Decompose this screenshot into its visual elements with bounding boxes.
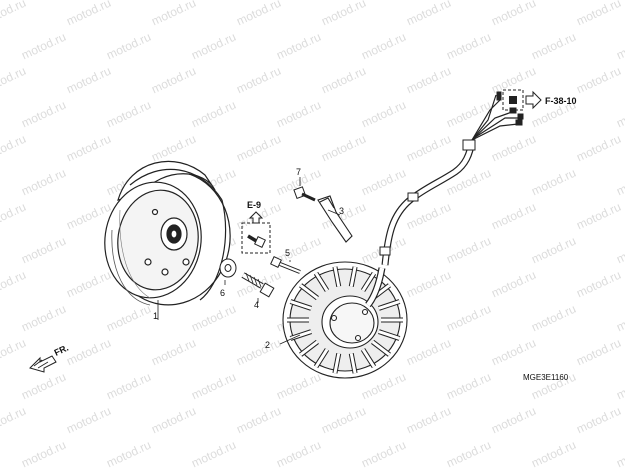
stator-coil-fill [378, 330, 400, 340]
callout-number-6: 6 [220, 288, 225, 298]
bolt-part-5[interactable] [270, 256, 301, 274]
stator-coil-fill [314, 272, 329, 292]
e9-reference-label: E-9 [247, 200, 261, 210]
callout-number-5: 5 [285, 248, 290, 258]
stator-part-2[interactable] [282, 261, 408, 379]
stator-coil-fill [299, 284, 319, 300]
stator-coil-fill [314, 348, 329, 368]
stator-coil-fill [361, 348, 376, 368]
e9-reference-box[interactable]: E-9 [241, 200, 271, 254]
callout-number-3: 3 [339, 206, 344, 216]
callout-number-7: 7 [296, 167, 301, 177]
stator-coil-fill [290, 300, 312, 310]
front-direction-indicator: FR. [29, 343, 70, 373]
f3810-reference-box[interactable]: F-38-10 [502, 89, 577, 111]
flange-bolt-part-4[interactable] [241, 272, 275, 298]
callout-number-2: 2 [265, 340, 270, 350]
flywheel-nut[interactable] [247, 234, 266, 248]
stator-coil-fill [333, 353, 341, 374]
front-direction-label: FR. [53, 343, 70, 358]
flywheel-part-1[interactable] [97, 160, 238, 312]
stator-coil-fill [349, 266, 357, 287]
stator-wire-harness[interactable] [365, 91, 524, 308]
drawing-code: MGE3E1160 [523, 373, 569, 382]
stator-coil-fill [333, 266, 341, 287]
stator-coil-fill [378, 300, 400, 310]
stator-coil-fill [361, 272, 376, 292]
callout-leader-lines [157, 177, 341, 345]
bolt-part-7[interactable] [293, 186, 316, 202]
stator-coil-fill [299, 340, 319, 356]
callout-number-1: 1 [153, 311, 158, 321]
stator-coil-fill [349, 353, 357, 374]
callout-number-4: 4 [254, 300, 259, 310]
stator-coil-fill [371, 340, 391, 356]
washer-part-6[interactable] [219, 258, 237, 278]
cable-guide-bracket-part-3[interactable] [317, 195, 353, 243]
f3810-reference-label: F-38-10 [545, 96, 577, 106]
